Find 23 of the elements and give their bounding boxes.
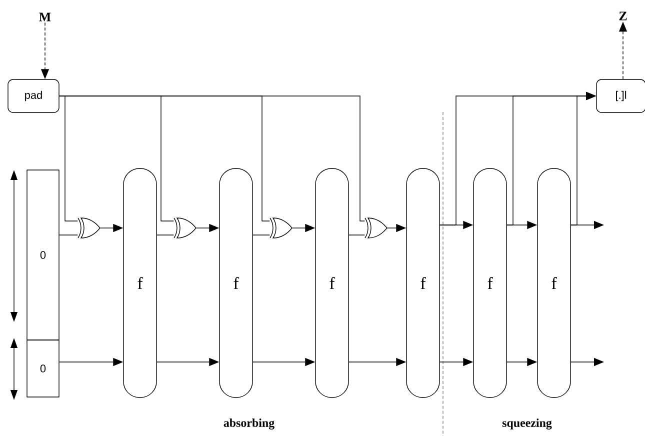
connector-line [348,234,365,236]
xor-gate [364,218,388,238]
function-block: f [473,168,507,398]
function-block: f [537,168,571,398]
connector-line [59,234,78,236]
process-box: pad [8,79,60,113]
phase-label: squeezing [502,418,552,430]
xor-gate [78,218,100,238]
connector-line [252,234,270,236]
state-cell: 0 [26,170,60,340]
function-block: f [219,168,253,398]
signal-label: M [39,12,51,22]
function-block: f [315,168,349,398]
process-box: [.]l [596,79,645,113]
xor-gate [270,218,292,238]
function-block: f [123,168,157,398]
connector-line [156,234,174,236]
state-cell: 0 [26,340,60,398]
xor-gate [174,218,196,238]
function-block: f [406,168,440,398]
phase-label: absorbing [224,418,274,430]
connector-line [59,96,365,222]
signal-label: Z [619,12,627,20]
